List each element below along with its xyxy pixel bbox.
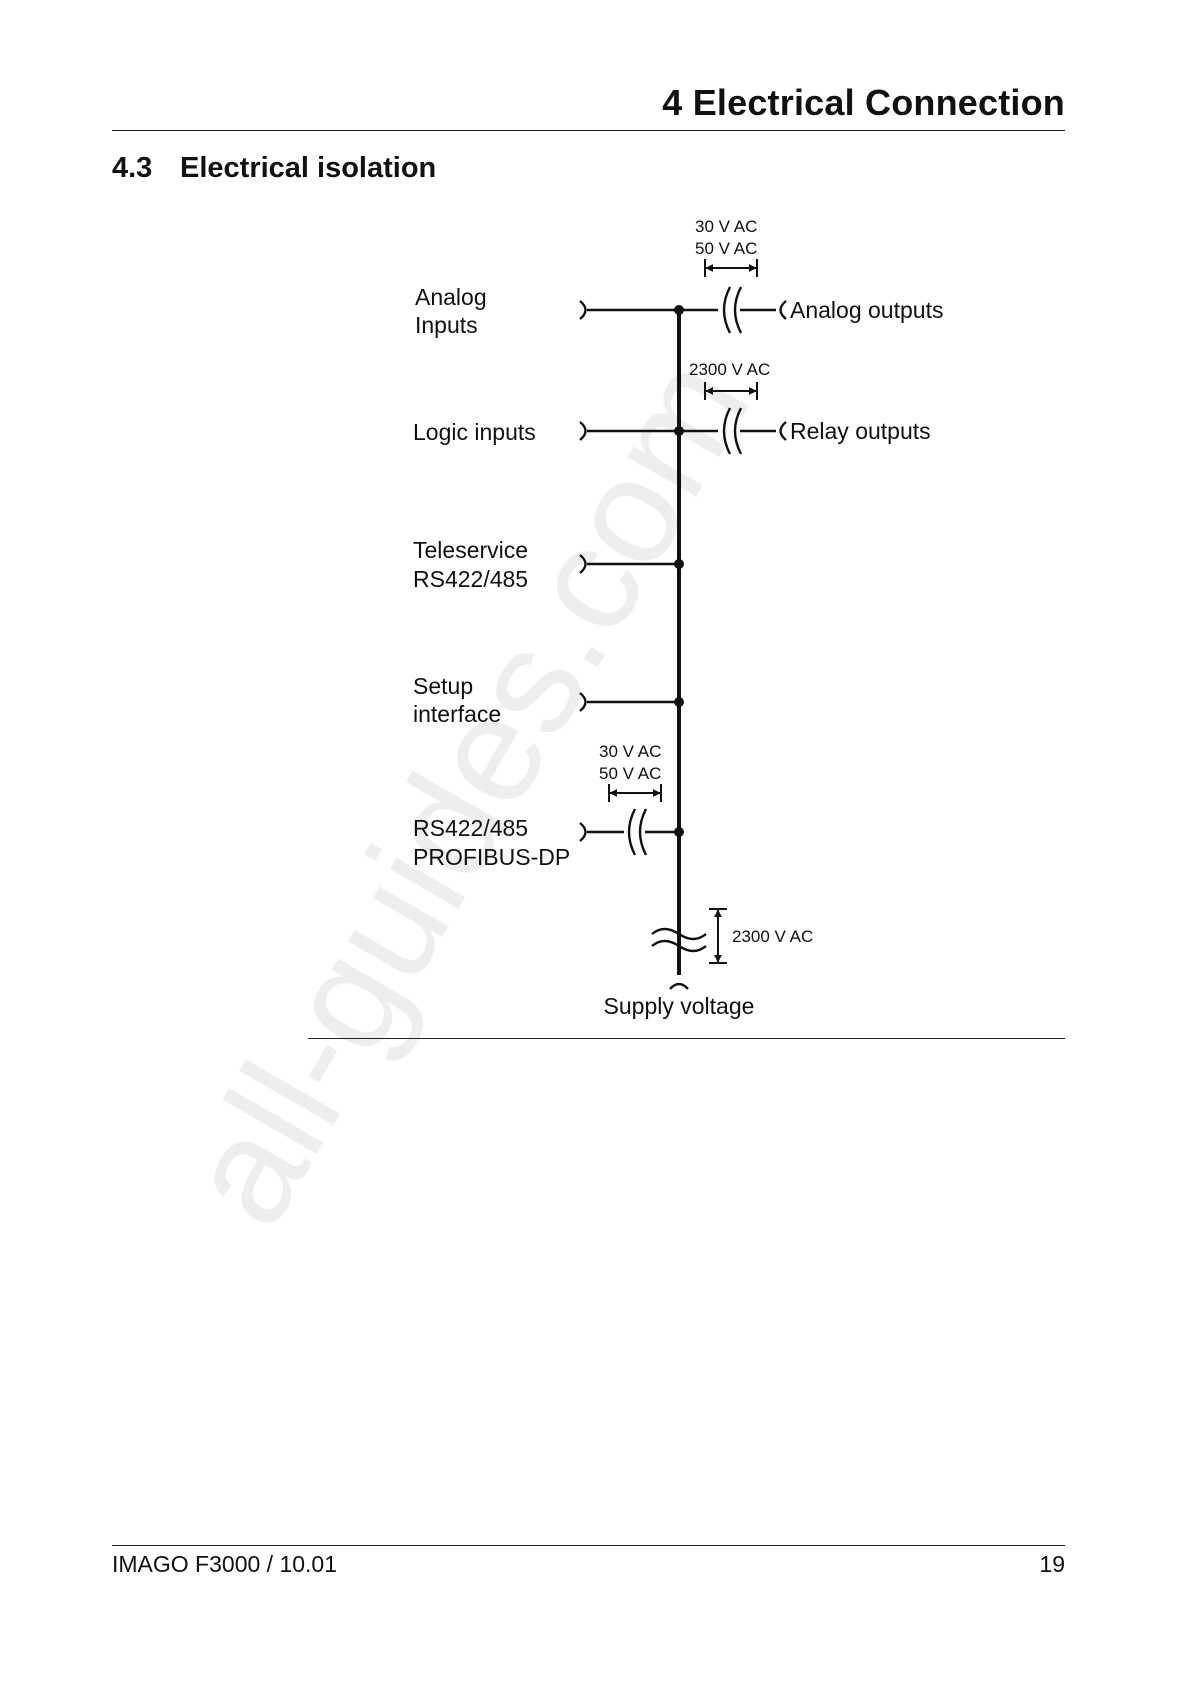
junction-dot-profibus	[674, 827, 684, 837]
label-analog-inputs-line2: Inputs	[415, 312, 478, 338]
analog-inputs-terminal	[580, 301, 586, 319]
voltage-analog-outputs-1: 30 V AC	[695, 217, 757, 236]
voltage-profibus-2: 50 V AC	[599, 764, 661, 783]
junction-dot-teleservice	[674, 559, 684, 569]
relay-outputs-terminal	[781, 422, 787, 440]
voltage-relay-outputs: 2300 V AC	[689, 360, 770, 379]
footer-rule	[112, 1545, 1065, 1546]
supply-terminal	[670, 984, 688, 989]
label-profibus-line2: PROFIBUS-DP	[413, 844, 570, 870]
label-profibus-line1: RS422/485	[413, 815, 528, 841]
junction-dot-logic	[674, 426, 684, 436]
label-setup-line1: Setup	[413, 673, 473, 699]
watermark: all-guides.com	[152, 329, 781, 1251]
label-teleservice-line2: RS422/485	[413, 566, 528, 592]
junction-dot-setup	[674, 697, 684, 707]
footer-page-number: 19	[1039, 1551, 1065, 1578]
label-analog-outputs: Analog outputs	[790, 297, 943, 323]
label-relay-outputs: Relay outputs	[790, 418, 931, 444]
label-logic-inputs: Logic inputs	[413, 419, 536, 445]
voltage-supply: 2300 V AC	[732, 927, 813, 946]
profibus-terminal	[580, 823, 586, 841]
diagram-bottom-rule	[308, 1038, 1065, 1039]
voltage-profibus-1: 30 V AC	[599, 742, 661, 761]
analog-outputs-terminal	[781, 301, 787, 319]
label-setup-line2: interface	[413, 701, 501, 727]
label-supply-voltage: Supply voltage	[604, 993, 755, 1019]
label-teleservice-line1: Teleservice	[413, 537, 528, 563]
analog-outputs-isolation-symbol	[724, 287, 741, 333]
label-analog-inputs-line1: Analog	[415, 284, 487, 310]
voltage-analog-outputs-2: 50 V AC	[695, 239, 757, 258]
profibus-isolation-symbol	[629, 809, 646, 855]
footer-document-id: IMAGO F3000 / 10.01	[112, 1551, 337, 1578]
junction-dot-analog	[674, 305, 684, 315]
